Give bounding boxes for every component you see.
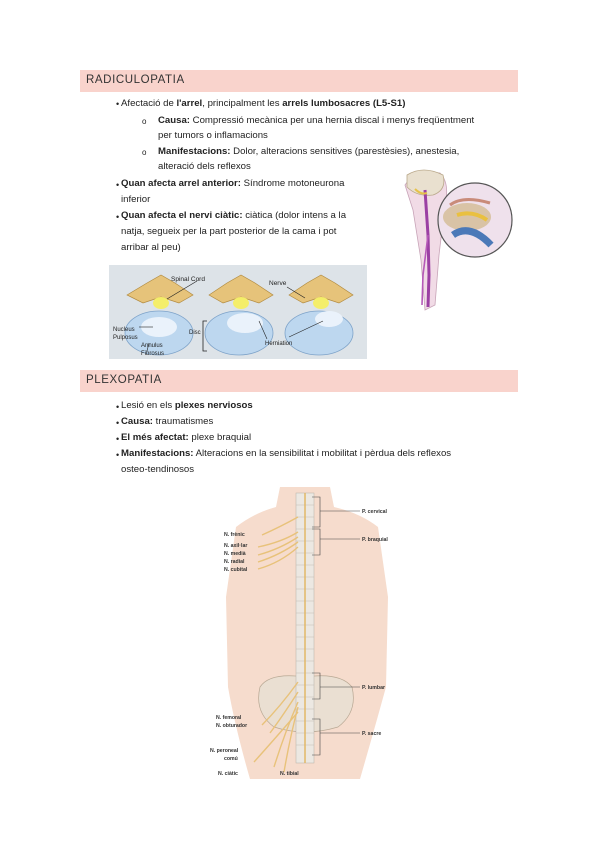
text-line: per tumors o inflamacions	[158, 130, 268, 141]
bullet: •	[116, 212, 120, 222]
label-n-axillar: N. axil·lar	[224, 543, 247, 549]
vertebra-herniated	[284, 274, 354, 356]
disc-herniation-figure: Spinal Cord Nerve Nucleus Pulposus Disc …	[109, 265, 367, 359]
nerve-branches	[253, 516, 299, 773]
label-n-radial: N. radial	[224, 559, 245, 565]
label-nucleus: Nucleus	[113, 327, 135, 333]
label-n-femoral: N. femoral	[216, 715, 242, 721]
nerve-plexus-figure: N. frènic N. axil·lar N. medià N. radial…	[210, 487, 388, 779]
label-n-media: N. medià	[224, 551, 246, 557]
bullet: •	[116, 418, 120, 428]
text-line: Afectació de l'arrel, principalment les …	[121, 98, 406, 109]
text-line: arribar al peu)	[121, 242, 181, 253]
section-header-radiculopatia: RADICULOPATIA	[80, 70, 518, 92]
section-title: PLEXOPATIA	[86, 374, 162, 386]
sub-bullet: o	[142, 148, 147, 157]
bullet: •	[116, 434, 120, 444]
label-herniation: Herniation	[265, 341, 292, 347]
bullet: •	[116, 450, 120, 460]
bullet: •	[116, 180, 120, 190]
text-line: Causa: Compressió mecànica per una herni…	[158, 115, 475, 126]
label-n-ciatic: N. ciàtic	[218, 771, 238, 777]
text-line: Manifestacions: Alteracions en la sensib…	[121, 448, 452, 459]
label-fibrosus: Fibrosus	[141, 351, 164, 357]
label-spinal-cord: Spinal Cord	[171, 276, 205, 283]
text-line: Causa: traumatismes	[121, 416, 214, 427]
text-line: Manifestacions: Dolor, alteracions sensi…	[158, 146, 460, 157]
text-line: alteració dels reflexos	[158, 161, 251, 172]
label-p-braquial: P. braquial	[362, 537, 388, 543]
sub-bullet: o	[142, 117, 147, 126]
text-line: Lesió en els plexes nerviosos	[121, 400, 253, 411]
text-line: osteo-tendinosos	[121, 464, 195, 475]
vertebra-normal	[124, 274, 194, 356]
label-p-lumbar: P. lumbar	[362, 685, 385, 691]
label-n-obturador: N. obturador	[216, 723, 247, 729]
vertebra-bulging	[204, 274, 274, 356]
text-line: Quan afecta el nervi ciàtic: ciàtica (do…	[121, 210, 347, 221]
sciatic-nerve-illustration	[404, 169, 513, 311]
label-n-tibial: N. tibial	[280, 771, 299, 777]
section-header-plexopatia: PLEXOPATIA	[80, 370, 518, 392]
label-comu: comú	[224, 756, 238, 762]
label-nerve: Nerve	[269, 280, 287, 287]
section-title: RADICULOPATIA	[86, 74, 185, 86]
text-line: El més afectat: plexe braquial	[121, 432, 252, 443]
label-p-sacre: P. sacre	[362, 731, 381, 737]
text-line: natja, segueix per la part posterior de …	[121, 226, 337, 237]
label-p-cervical: P. cervical	[362, 509, 388, 515]
text-line: inferior	[121, 194, 151, 205]
label-annulus: Annulus	[141, 343, 163, 349]
spine	[295, 492, 315, 764]
label-n-peroneal: N. peroneal	[210, 748, 239, 754]
label-disc: Disc	[189, 330, 201, 336]
label-pulposus: Pulposus	[113, 335, 138, 341]
bullet: •	[116, 99, 120, 109]
text-line: Quan afecta arrel anterior: Síndrome mot…	[121, 178, 345, 189]
label-n-cubital: N. cubital	[224, 567, 248, 573]
label-n-frenic: N. frènic	[224, 532, 245, 538]
bullet: •	[116, 402, 120, 412]
